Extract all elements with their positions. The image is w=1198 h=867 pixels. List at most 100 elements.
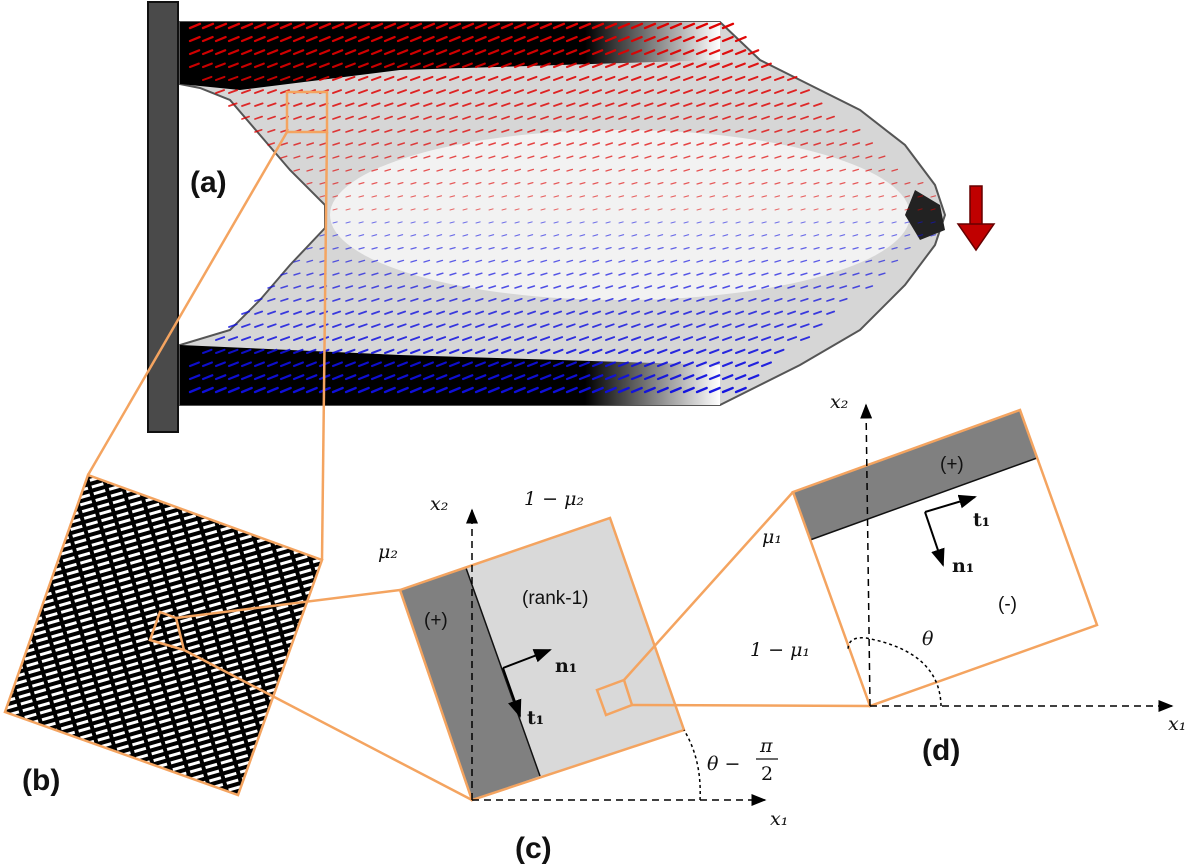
field-arrow: [787, 221, 793, 224]
field-arrow: [423, 89, 433, 94]
field-arrow: [891, 221, 897, 224]
field-arrow: [306, 323, 316, 328]
field-arrow: [683, 128, 692, 133]
field-arrow: [319, 195, 326, 198]
d-x2-label: x₂: [830, 391, 848, 413]
field-arrow: [618, 115, 627, 120]
field-arrow: [644, 246, 651, 250]
field-arrow: [514, 336, 525, 341]
field-arrow: [266, 49, 279, 56]
field-arrow: [332, 89, 342, 94]
field-arrow: [696, 75, 707, 81]
field-arrow: [527, 221, 533, 224]
field-arrow: [241, 89, 251, 94]
field-arrow: [747, 374, 760, 381]
field-arrow: [878, 155, 886, 159]
field-arrow: [553, 272, 561, 276]
field-arrow: [813, 208, 819, 211]
field-arrow: [422, 35, 435, 43]
field-arrow: [800, 310, 810, 315]
field-arrow: [865, 168, 873, 172]
field-arrow: [449, 246, 456, 250]
field-arrow: [644, 195, 651, 198]
field-arrow: [371, 285, 380, 289]
field-arrow: [631, 155, 639, 159]
field-arrow: [201, 35, 214, 43]
field-arrow: [852, 168, 860, 172]
field-arrow: [682, 49, 695, 56]
field-arrow: [227, 361, 239, 368]
field-arrow: [878, 221, 884, 224]
field-arrow: [358, 142, 367, 146]
field-arrow: [709, 323, 719, 328]
field-arrow: [553, 310, 563, 315]
field-arrow: [644, 234, 651, 237]
field-arrow: [670, 336, 681, 341]
field-arrow: [410, 142, 419, 146]
field-arrow: [683, 102, 693, 107]
field-arrow: [553, 297, 562, 302]
field-arrow: [267, 128, 276, 133]
field-arrow: [488, 195, 495, 198]
field-arrow: [462, 272, 470, 276]
field-arrow: [566, 272, 574, 276]
field-arrow: [813, 323, 823, 328]
field-arrow: [656, 361, 668, 368]
field-arrow: [566, 195, 573, 198]
c-n1-arrow: [502, 649, 552, 669]
zoom-connectors-cd: [623, 491, 871, 708]
field-arrow: [748, 155, 756, 159]
field-arrow: [852, 246, 859, 250]
field-arrow: [540, 75, 551, 81]
field-arrow: [709, 155, 717, 159]
field-arrow: [657, 259, 665, 263]
field-arrow: [474, 62, 486, 69]
field-arrow: [436, 75, 447, 81]
field-arrow: [631, 336, 642, 341]
field-arrow: [214, 22, 228, 30]
field-arrow: [722, 285, 731, 289]
field-arrow: [449, 102, 459, 107]
field-arrow: [643, 374, 656, 381]
field-arrow: [618, 221, 624, 224]
field-arrow: [878, 208, 884, 211]
field-arrow: [396, 62, 408, 69]
field-arrow: [254, 75, 265, 81]
field-arrow: [306, 246, 313, 250]
field-arrow: [280, 285, 289, 289]
field-arrow: [696, 102, 706, 107]
field-arrow: [332, 297, 341, 302]
field-arrow: [306, 142, 315, 146]
field-arrow: [488, 102, 498, 107]
field-arrow: [748, 142, 757, 146]
field-arrow: [617, 348, 629, 355]
field-arrow: [501, 128, 510, 133]
field-arrow: [552, 49, 565, 56]
field-arrow: [371, 221, 377, 224]
field-arrow: [670, 259, 678, 263]
field-arrow: [254, 128, 263, 133]
field-arrow: [292, 361, 304, 368]
field-arrow: [279, 374, 292, 381]
field-arrow: [331, 374, 344, 381]
field-arrow: [267, 297, 276, 302]
field-arrow: [383, 49, 396, 56]
field-arrow: [670, 246, 677, 250]
field-arrow: [709, 142, 718, 146]
field-arrow: [787, 102, 797, 107]
field-arrow: [865, 142, 874, 146]
field-arrow: [578, 35, 591, 43]
field-arrow: [709, 168, 717, 172]
field-arrow: [709, 75, 720, 81]
field-arrow: [227, 348, 239, 355]
field-arrow: [306, 168, 314, 172]
field-arrow: [410, 89, 420, 94]
field-arrow: [735, 310, 745, 315]
field-arrow: [683, 181, 690, 185]
field-arrow: [774, 336, 785, 341]
field-arrow: [279, 49, 292, 56]
field-arrow: [461, 361, 473, 368]
field-arrow: [579, 323, 589, 328]
d-t1-arrow: [924, 494, 977, 513]
field-arrow: [904, 181, 911, 185]
